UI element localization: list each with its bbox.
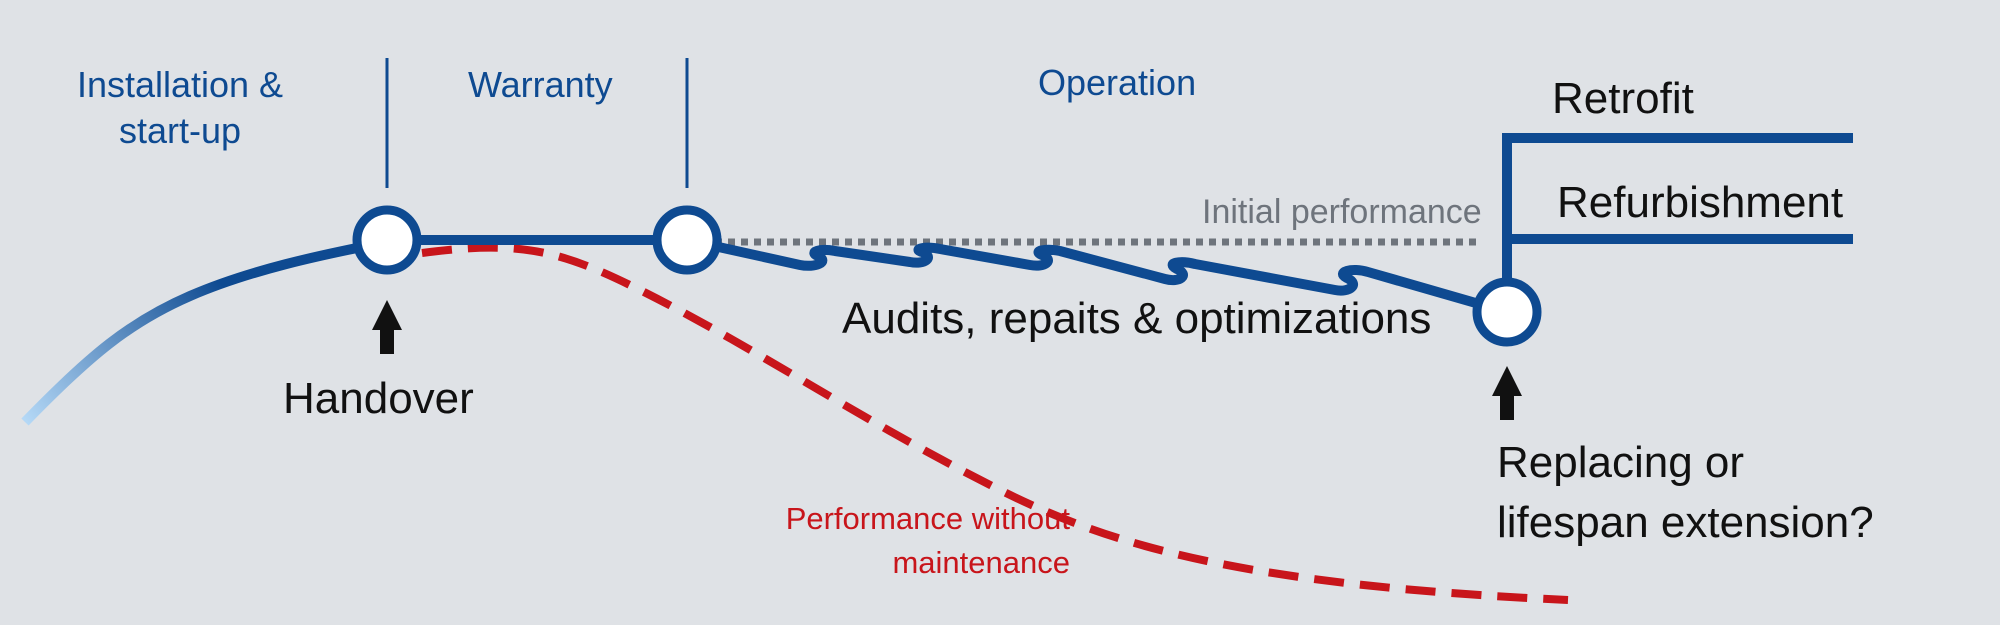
no-maintenance-label: Performance without maintenance bbox=[700, 497, 1070, 585]
retrofit-label: Retrofit bbox=[1552, 74, 1694, 123]
phase-warranty-label: Warranty bbox=[468, 64, 613, 105]
replacing-line2: lifespan extension? bbox=[1497, 498, 1874, 547]
replacement-arrow-icon bbox=[1492, 366, 1522, 420]
audits-label: Audits, repaits & optimizations bbox=[842, 294, 1432, 343]
operation-curve bbox=[685, 235, 1509, 317]
refurbishment-label: Refurbishment bbox=[1557, 178, 1844, 227]
handover-node bbox=[352, 205, 422, 275]
replacing-line1: Replacing or bbox=[1497, 438, 1745, 487]
warranty-end-node bbox=[652, 205, 722, 275]
no-maintenance-line2: maintenance bbox=[892, 545, 1070, 580]
phase-operation-label: Operation bbox=[1038, 62, 1197, 103]
replacing-label: Replacing or lifespan extension? bbox=[1497, 436, 1874, 550]
initial-performance-label: Initial performance bbox=[1202, 193, 1482, 231]
phase-installation-line1: Installation & bbox=[76, 64, 284, 105]
handover-label: Handover bbox=[283, 374, 474, 423]
phase-installation-label: Installation & start-up bbox=[55, 62, 305, 154]
replacement-node bbox=[1472, 277, 1542, 347]
phase-installation-line2: start-up bbox=[118, 110, 242, 151]
no-maintenance-curve bbox=[421, 243, 1569, 604]
startup-curve bbox=[21, 237, 388, 426]
no-maintenance-line1: Performance without bbox=[785, 501, 1070, 536]
handover-arrow-icon bbox=[372, 300, 402, 354]
